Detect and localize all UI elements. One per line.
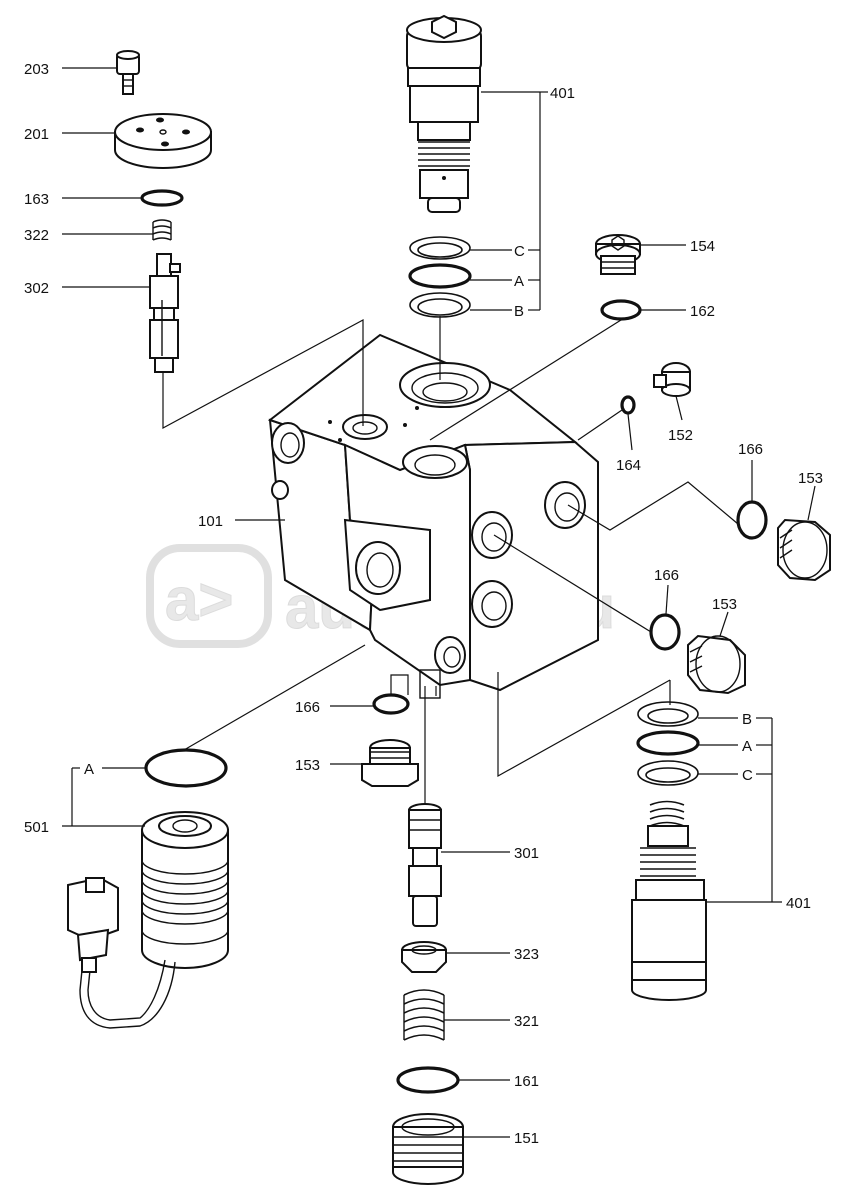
spool-302 [149,253,181,373]
label-c-bottom: C [742,767,753,784]
o-ring-166-left [372,693,410,715]
label-166-right: 166 [738,441,763,458]
label-101: 101 [198,513,223,530]
label-401-bottom: 401 [786,895,811,912]
label-166-mid: 166 [654,567,679,584]
label-b-top: B [514,303,524,320]
o-ring-a-left [144,748,228,788]
label-153-right: 153 [798,470,823,487]
label-164: 164 [616,457,641,474]
label-302: 302 [24,280,49,297]
backup-ring-b-bottom [637,701,699,727]
label-401-top: 401 [550,85,575,102]
label-151: 151 [514,1130,539,1147]
label-203: 203 [24,61,49,78]
label-a-top: A [514,273,524,290]
label-163: 163 [24,191,49,208]
valve-body-101 [267,333,599,699]
o-ring-166-mid [649,613,681,651]
part-labels: 203 201 163 322 302 101 401 C A B 154 16… [24,61,823,1147]
label-162: 162 [690,303,715,320]
watermark-logo: a> [165,566,233,633]
label-a-left: A [84,761,94,778]
plug-152 [653,362,691,397]
label-321: 321 [514,1013,539,1030]
label-166-left: 166 [295,699,320,716]
plug-151 [392,1113,464,1185]
seal-c-bottom [637,760,699,786]
label-152: 152 [668,427,693,444]
bolt-203 [116,50,140,95]
o-ring-162 [600,299,642,321]
spool-301 [408,803,442,927]
label-161: 161 [514,1073,539,1090]
spring-322 [152,219,172,241]
label-322: 322 [24,227,49,244]
cartridge-401-top [406,14,482,213]
o-ring-164 [620,395,636,415]
leader-lines [62,67,816,1138]
label-501: 501 [24,819,49,836]
label-154: 154 [690,238,715,255]
seal-c-top [409,236,471,260]
plug-153-left [361,739,419,787]
solenoid-501 [67,811,229,1029]
label-a-bottom: A [742,738,752,755]
o-ring-163 [140,189,184,207]
seat-323 [401,941,447,973]
o-ring-166-right [736,500,768,540]
label-323: 323 [514,946,539,963]
o-ring-a-bottom [636,730,700,756]
plug-153-right [777,518,831,582]
label-201: 201 [24,126,49,143]
o-ring-a-top [408,263,472,289]
cover-plate-201 [114,113,212,169]
o-ring-161 [396,1066,460,1094]
spring-321 [403,989,445,1041]
plug-154 [595,234,641,275]
label-153-mid: 153 [712,596,737,613]
plug-153-mid [687,634,746,695]
label-c-top: C [514,243,525,260]
cartridge-401-bottom [631,800,707,1001]
label-b-bottom: B [742,711,752,728]
label-301: 301 [514,845,539,862]
label-153-left: 153 [295,757,320,774]
